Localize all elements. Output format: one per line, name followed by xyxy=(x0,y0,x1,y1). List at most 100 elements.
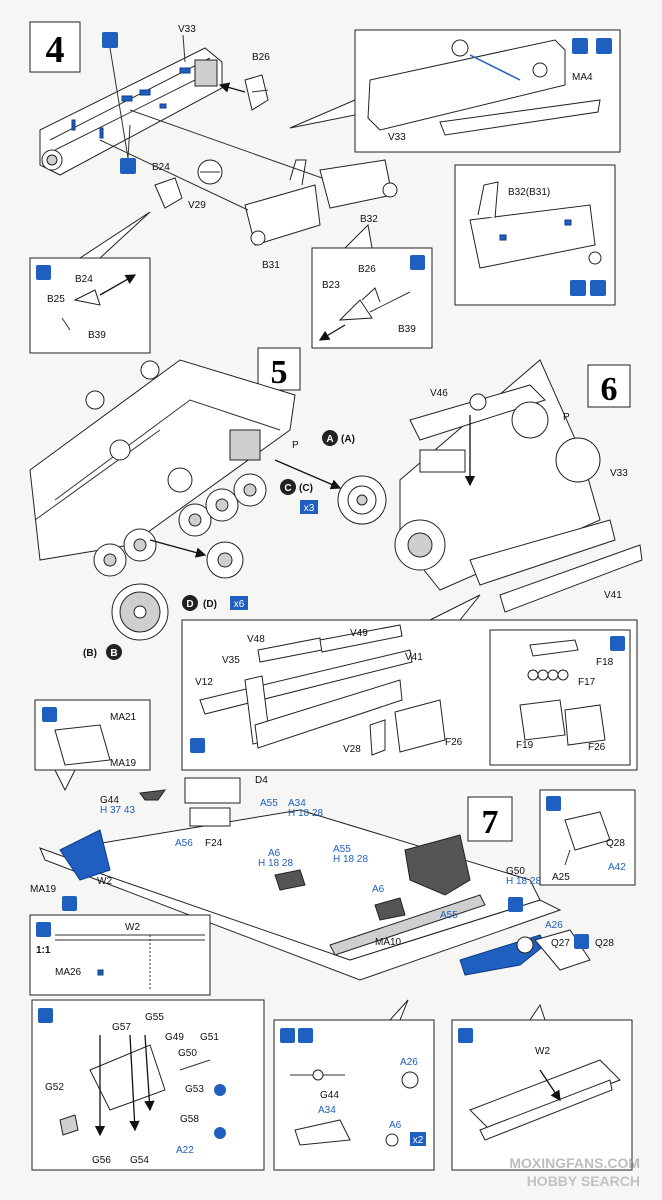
hull-lower xyxy=(29,359,296,561)
glue-icon xyxy=(596,38,612,54)
label-a55-3: A55 xyxy=(440,910,458,921)
label-b39: B39 xyxy=(88,330,106,341)
label-b24: B24 xyxy=(152,162,170,173)
label-v46: V46 xyxy=(430,388,448,399)
idler-wheel xyxy=(337,475,387,525)
inset-step7-bm: x2 G44 A26 A34 A6 xyxy=(273,999,435,1171)
step-5-number: 5 xyxy=(271,354,288,391)
paint-icon xyxy=(62,896,77,911)
inset-step6-right: F18 F17 F19 F26 xyxy=(489,629,631,766)
chassis-frame xyxy=(39,777,591,981)
step-6: 6 V46 P V33 V41 V4 xyxy=(34,359,643,792)
hull-upper xyxy=(394,359,643,613)
label-g53: G53 xyxy=(185,1084,204,1095)
label-a34-inset: A34 xyxy=(318,1105,336,1116)
label-d4: D4 xyxy=(255,775,268,786)
label-a56: A56 xyxy=(175,838,193,849)
label-q27: Q27 xyxy=(551,938,570,949)
sprocket-wheel xyxy=(111,583,169,641)
label-b32-b31: B32(B31) xyxy=(508,187,550,198)
label-g49: G49 xyxy=(165,1032,184,1043)
label-v28: V28 xyxy=(343,744,361,755)
callout-c: C (C) x3 xyxy=(280,479,318,514)
part-b26 xyxy=(244,74,269,111)
svg-text:D: D xyxy=(186,599,193,610)
label-v33: V33 xyxy=(178,24,196,35)
label-g50-inset: G50 xyxy=(178,1048,197,1059)
badge-a55: H 18 28 xyxy=(333,854,368,865)
label-b25: B25 xyxy=(47,294,65,305)
qty-x3: x3 xyxy=(304,503,315,514)
paint-icon xyxy=(102,32,118,48)
label-g51: G51 xyxy=(200,1032,219,1043)
callout-b: (B) B xyxy=(83,644,122,660)
step-5: 5 P xyxy=(29,347,387,660)
badge-a6: H 18 28 xyxy=(258,858,293,869)
inset-step4-mid: B26 B23 B39 xyxy=(311,223,433,349)
step-7-number: 7 xyxy=(482,804,499,841)
part-b32 xyxy=(319,159,398,209)
svg-text:C: C xyxy=(284,483,291,494)
label-a6-2: A6 xyxy=(372,884,385,895)
label-b24-inset: B24 xyxy=(75,274,93,285)
label-g56: G56 xyxy=(92,1155,111,1166)
watermark-line1: MOXINGFANS.COM xyxy=(509,1155,640,1171)
inset-step4-right: B32(B31) xyxy=(454,164,616,306)
label-a55-1: A55 xyxy=(260,798,278,809)
label-v33-inset: V33 xyxy=(388,132,406,143)
label-a6-inset: A6 xyxy=(389,1120,402,1131)
part-b24 xyxy=(154,177,183,209)
svg-text:(C): (C) xyxy=(299,483,313,494)
label-g44-inset: G44 xyxy=(320,1090,339,1101)
paint-icon xyxy=(610,636,625,651)
callout-a: A (A) xyxy=(322,430,355,446)
label-w2-inset: W2 xyxy=(535,1046,550,1057)
paint-icon xyxy=(298,1028,313,1043)
label-p: P xyxy=(292,440,299,451)
badge-g44: H 37 43 xyxy=(100,805,135,816)
label-v48: V48 xyxy=(247,634,265,645)
watermark: MOXINGFANS.COM HOBBY SEARCH xyxy=(509,1155,640,1189)
paint-icon xyxy=(458,1028,473,1043)
scale-label: 1:1 xyxy=(36,945,51,956)
label-ma21: MA21 xyxy=(110,712,137,723)
paint-icon xyxy=(36,265,51,280)
label-ma4: MA4 xyxy=(572,72,593,83)
label-g52: G52 xyxy=(45,1082,64,1093)
label-w2-scale: W2 xyxy=(125,922,140,933)
inset-step4-top: MA4 V33 xyxy=(289,29,621,153)
label-f17: F17 xyxy=(578,677,596,688)
label-v49: V49 xyxy=(350,628,368,639)
step-6-number: 6 xyxy=(601,371,618,408)
label-v41-inset: V41 xyxy=(405,652,423,663)
label-a22: A22 xyxy=(176,1145,194,1156)
label-b26: B26 xyxy=(252,52,270,63)
label-q28-inset: Q28 xyxy=(606,838,625,849)
glue-icon xyxy=(574,934,589,949)
label-b23: B23 xyxy=(322,280,340,291)
label-ma19: MA19 xyxy=(110,758,137,769)
inset-step4-left: B24 B25 B39 xyxy=(29,211,151,354)
badge-g50: H 18 28 xyxy=(506,876,541,887)
inset-step7-br: W2 xyxy=(451,1003,633,1171)
label-g44: G44 xyxy=(100,795,119,806)
label-g58: G58 xyxy=(180,1114,199,1125)
label-g57: G57 xyxy=(112,1022,131,1033)
paint-icon xyxy=(410,255,425,270)
label-b31: B31 xyxy=(262,260,280,271)
inset-step6-left: MA21 MA19 xyxy=(34,699,151,792)
label-p-6: P xyxy=(563,412,570,423)
part-v29 xyxy=(197,159,223,185)
label-f24: F24 xyxy=(205,838,223,849)
svg-text:(D): (D) xyxy=(203,599,217,610)
label-g55: G55 xyxy=(145,1012,164,1023)
label-w2: W2 xyxy=(97,876,112,887)
label-a34: A34 xyxy=(288,798,306,809)
svg-text:A: A xyxy=(326,434,333,445)
label-a42: A42 xyxy=(608,862,626,873)
label-f19: F19 xyxy=(516,740,534,751)
paint-icon xyxy=(36,922,51,937)
label-b26-inset: B26 xyxy=(358,264,376,275)
label-v33-6: V33 xyxy=(610,468,628,479)
